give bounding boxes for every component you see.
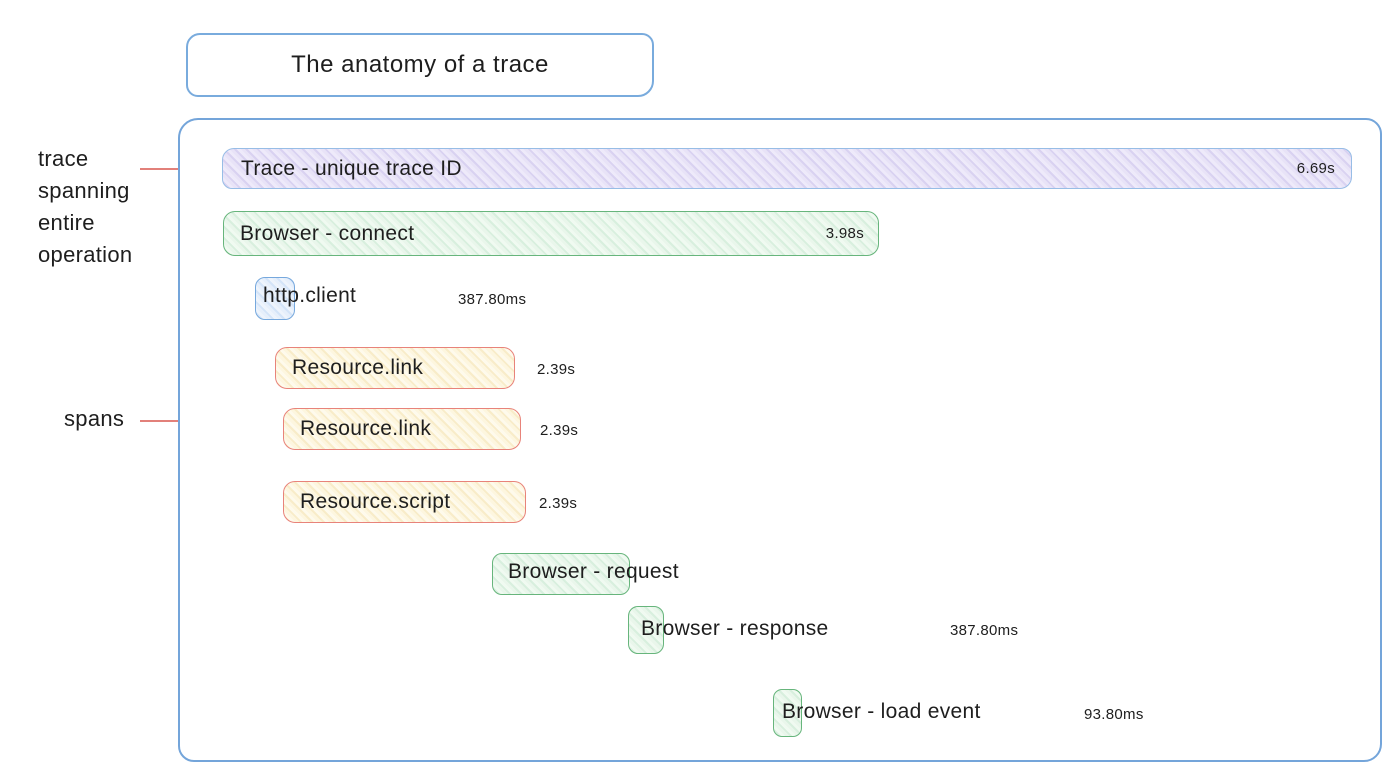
- span-bar-trace: Trace - unique trace ID 6.69s: [222, 148, 1352, 189]
- span-duration-browser-connect: 3.98s: [825, 225, 864, 242]
- span-bar-resource-link-2: Resource.link: [283, 408, 521, 450]
- span-bar-browser-load-event: [773, 689, 802, 737]
- span-duration-resource-link-2: 2.39s: [540, 422, 579, 439]
- span-label-browser-request: Browser - request: [508, 560, 679, 583]
- span-label-resource-link-2: Resource.link: [300, 417, 432, 440]
- trace-annotation-connector-line: [140, 168, 210, 170]
- span-label-resource-link-1: Resource.link: [292, 356, 424, 379]
- span-label-browser-response: Browser - response: [641, 617, 829, 640]
- annotation-trace-line-1: trace: [38, 146, 89, 171]
- span-label-browser-connect: Browser - connect: [240, 221, 415, 245]
- span-bar-browser-response: [628, 606, 664, 654]
- span-duration-resource-link-1: 2.39s: [537, 361, 576, 378]
- span-duration-resource-script: 2.39s: [539, 495, 578, 512]
- span-label-trace: Trace - unique trace ID: [241, 156, 462, 180]
- annotation-trace-spanning: trace spanning entire operation: [38, 143, 178, 271]
- span-bar-resource-script: Resource.script: [283, 481, 526, 523]
- span-bar-http-client: [255, 277, 295, 320]
- span-label-http-client: http.client: [263, 284, 357, 307]
- span-duration-trace: 6.69s: [1296, 160, 1335, 177]
- span-duration-browser-load-event: 93.80ms: [1084, 706, 1144, 723]
- diagram-title: The anatomy of a trace: [291, 51, 549, 78]
- span-duration-http-client: 387.80ms: [458, 291, 527, 308]
- span-label-resource-script: Resource.script: [300, 490, 451, 513]
- span-bar-resource-link-1: Resource.link: [275, 347, 515, 389]
- annotation-trace-line-4: operation: [38, 242, 133, 267]
- annotation-spans-label: spans: [64, 406, 125, 431]
- annotation-trace-line-2: spanning: [38, 178, 130, 203]
- span-bar-browser-request: [492, 553, 630, 595]
- span-bar-browser-connect: Browser - connect 3.98s: [223, 211, 879, 256]
- diagram-title-box: The anatomy of a trace: [186, 33, 654, 97]
- span-label-browser-load-event: Browser - load event: [782, 700, 981, 723]
- annotation-trace-line-3: entire: [38, 210, 95, 235]
- span-duration-browser-response: 387.80ms: [950, 622, 1019, 639]
